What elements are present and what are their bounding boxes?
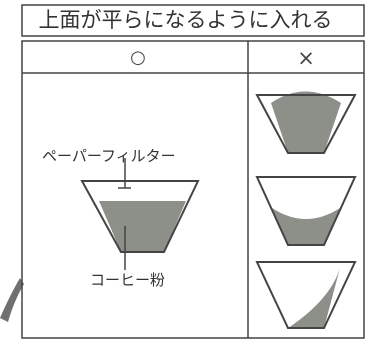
correct-coffee-fill	[99, 201, 186, 252]
page-title: 上面が平らになるように入れる	[38, 8, 333, 32]
mounded-coffee-fill	[271, 91, 341, 153]
mounded-filter-outline	[255, 94, 357, 154]
incorrect-filter-sunken	[255, 176, 357, 246]
decorative-curve	[0, 278, 24, 322]
sunken-filter-outline	[255, 176, 357, 246]
sloped-filter-outline	[255, 261, 357, 329]
correct-filter-outline	[80, 180, 200, 253]
correct-column-header: ○	[130, 47, 146, 68]
coffee-grounds-label: コーヒー粉	[90, 271, 166, 289]
title-bar	[21, 4, 365, 37]
incorrect-filter-sloped	[255, 261, 357, 329]
correct-filter-diagram	[80, 158, 200, 270]
sunken-coffee-fill	[272, 208, 340, 245]
table-frame	[21, 40, 365, 339]
incorrect-column-header: ×	[297, 46, 315, 70]
sloped-coffee-fill	[288, 268, 340, 328]
paper-filter-label: ペーパーフィルター	[42, 147, 176, 165]
incorrect-filter-mounded	[255, 91, 357, 154]
